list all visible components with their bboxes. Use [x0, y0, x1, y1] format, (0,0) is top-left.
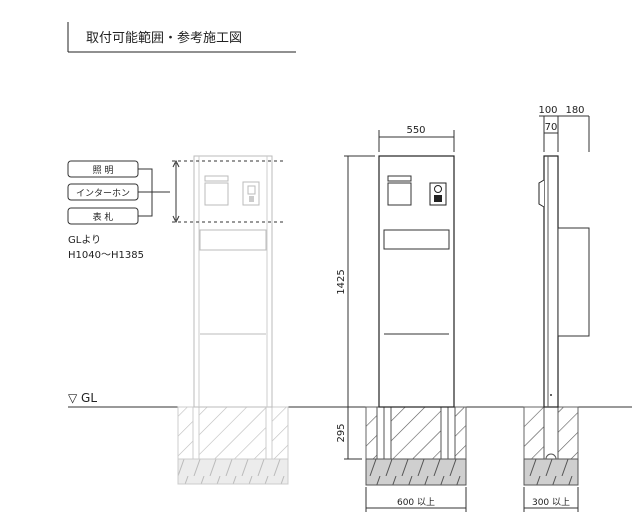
intercom-button-icon — [434, 195, 442, 202]
nameplate-box-faded — [204, 182, 229, 206]
nameplate-label: 表 札 — [93, 211, 114, 223]
light-box — [387, 175, 412, 182]
intercom-side — [538, 179, 545, 208]
gl-from-text: GLより — [68, 234, 101, 246]
mounting-range-view: 照 明 インターホン 表 札 GLより H1040〜H1385 — [67, 155, 289, 485]
leg-faded — [192, 406, 200, 460]
height-range-text: H1040〜H1385 — [68, 250, 144, 261]
post-slot-faded — [199, 229, 267, 251]
width-dimension: 550 — [406, 125, 425, 136]
side-back-box — [557, 227, 590, 337]
front-elevation-view: 550 1425 295 600 以上 — [336, 125, 467, 512]
base-side-dimension: 300 以上 — [532, 497, 570, 508]
page-title: 取付可能範囲・参考施工図 — [86, 30, 242, 46]
lighting-label: 照 明 — [93, 165, 114, 176]
leg-faded — [265, 406, 273, 460]
leg-side — [543, 406, 559, 460]
nameplate-box — [387, 182, 412, 206]
side-elevation-view: 100 180 70 300 以上 — [523, 105, 590, 512]
intercom-camera-icon — [434, 185, 442, 193]
height-dimension: 1425 — [336, 269, 347, 294]
light-box-faded — [204, 175, 229, 182]
gravel-bed-side — [523, 458, 579, 486]
title-block: 取付可能範囲・参考施工図 — [67, 22, 296, 53]
gravel-bed — [365, 458, 467, 486]
side-dimension-180: 180 — [565, 105, 584, 116]
base-front-dimension: 600 以上 — [397, 497, 435, 508]
post-side-body — [543, 155, 559, 408]
side-dimension-100: 100 — [538, 105, 557, 116]
post-slot — [383, 229, 450, 250]
gl-label: ▽ GL — [68, 391, 97, 405]
depth-dimension: 295 — [336, 423, 347, 442]
intercom-label: インターホン — [76, 188, 130, 199]
gravel-faded — [177, 458, 289, 485]
side-dimension-70: 70 — [545, 122, 558, 133]
